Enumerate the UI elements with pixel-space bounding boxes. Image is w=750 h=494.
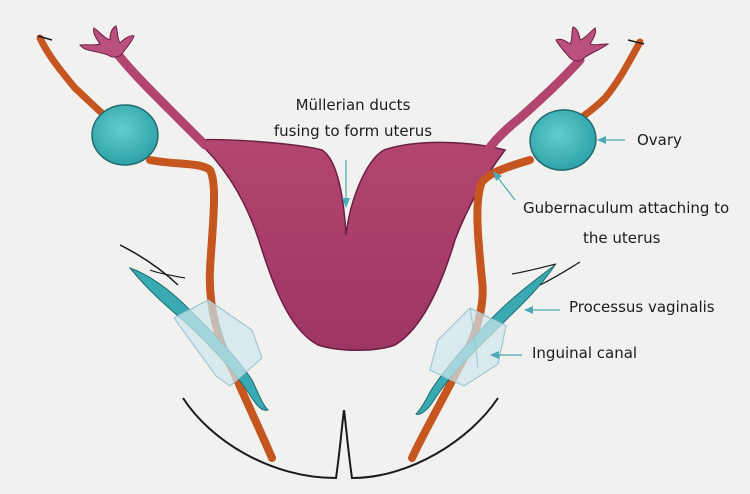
left-fallopian-tube xyxy=(111,47,210,150)
label-mullerian-line1: Müllerian ducts xyxy=(295,96,411,114)
label-ovary: Ovary xyxy=(637,131,682,149)
left-processus-outline xyxy=(119,244,179,286)
left-upper-ligament-tip xyxy=(37,35,53,41)
left-processus-line xyxy=(149,269,186,279)
label-mullerian-line2: fusing to form uterus xyxy=(273,122,433,140)
arrow-gubernaculum xyxy=(493,171,516,201)
right-inguinal-canal-edge xyxy=(469,307,479,369)
right-upper-ligament-tip xyxy=(627,39,645,45)
right-fimbriae xyxy=(555,26,610,62)
right-inguinal-canal xyxy=(429,307,507,387)
arrow-ovary xyxy=(597,136,625,144)
label-gubernaculum: Gubernaculum attaching to the uterus xyxy=(523,193,729,253)
left-inguinal-canal-edge xyxy=(207,299,229,353)
right-processus-line xyxy=(539,261,581,286)
right-ovary xyxy=(529,109,597,171)
perineum-outline-left xyxy=(182,397,345,480)
right-fallopian-tube xyxy=(483,55,585,155)
right-upper-ligament xyxy=(571,38,644,126)
arrow-mullerian xyxy=(342,160,350,208)
left-gubernaculum xyxy=(146,156,276,462)
arrow-inguinal xyxy=(490,351,522,359)
arrow-processus xyxy=(524,306,560,314)
right-processus-outline xyxy=(511,263,557,275)
left-ovary xyxy=(91,104,159,166)
left-inguinal-canal xyxy=(173,299,263,387)
label-processus-vaginalis: Processus vaginalis xyxy=(569,298,715,316)
label-inguinal-canal: Inguinal canal xyxy=(532,344,638,362)
label-mullerian-ducts: Müllerian ducts fusing to form uterus xyxy=(268,92,438,144)
left-fimbriae xyxy=(79,25,135,58)
label-gubernaculum-line1: Gubernaculum attaching to xyxy=(523,199,730,217)
label-gubernaculum-line2: the uterus xyxy=(583,229,661,247)
left-upper-ligament xyxy=(36,34,116,126)
right-gubernaculum xyxy=(408,156,534,462)
perineum-outline-right xyxy=(343,397,499,480)
